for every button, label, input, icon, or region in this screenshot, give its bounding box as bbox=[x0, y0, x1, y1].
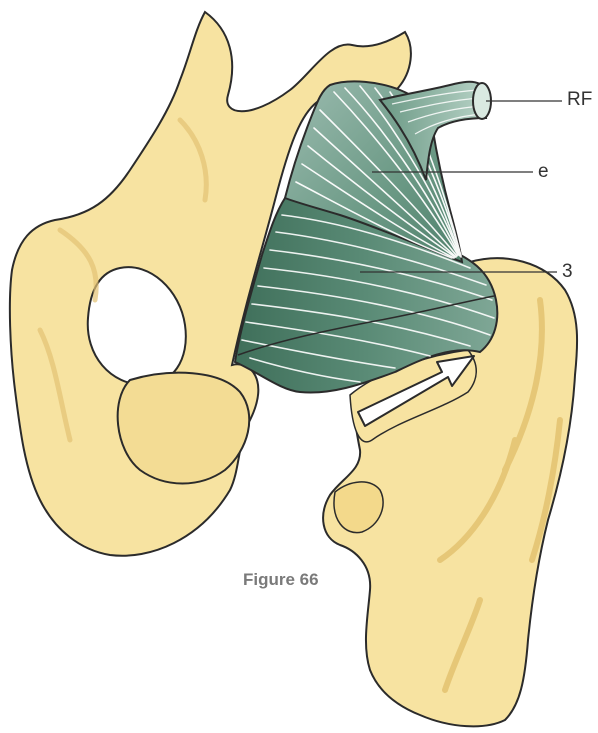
label-3: 3 bbox=[562, 262, 573, 281]
ischial-tuberosity bbox=[118, 373, 250, 484]
figure-caption: Figure 66 bbox=[243, 570, 319, 590]
label-e: e bbox=[538, 162, 549, 181]
label-rf: RF bbox=[567, 90, 592, 109]
